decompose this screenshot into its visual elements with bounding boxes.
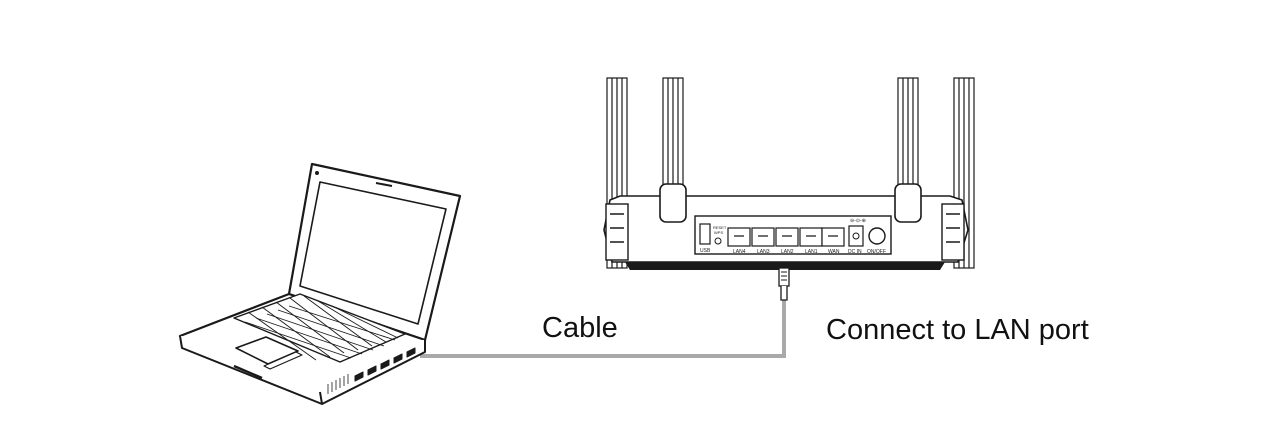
port-label-on-off: ON/OFF: [867, 249, 886, 255]
laptop: [178, 162, 462, 405]
network-cable: [420, 267, 790, 358]
cable-connector: [778, 267, 790, 287]
lan-ports: [727, 227, 845, 247]
lan3-port: [751, 227, 775, 247]
reset-label: RESET: [713, 225, 727, 230]
port-label-lan3: LAN3: [757, 249, 770, 255]
svg-text:WPS: WPS: [714, 230, 723, 235]
port-label-lan1: LAN1: [805, 249, 818, 255]
power-button: [868, 227, 886, 245]
port-label-wan: WAN: [828, 249, 840, 255]
laptop-trackpad: [235, 336, 299, 365]
laptop-screen: [299, 181, 447, 325]
lan1-port: [799, 227, 823, 247]
lan4-port: [727, 227, 751, 247]
port-label-lan2: LAN2: [781, 249, 794, 255]
cable-line: [420, 300, 786, 358]
router: RESET WPS ⊖-⊙-⊕ USB LAN4 LAN3 LAN2 LAN1 …: [603, 77, 975, 270]
connect-to-lan-port-label: Connect to LAN port: [826, 314, 1089, 346]
lan2-port: [775, 227, 799, 247]
wan-port: [821, 227, 845, 247]
cable-label: Cable: [542, 312, 618, 344]
antenna-hinge-left: [659, 183, 687, 223]
svg-text:⊖-⊙-⊕: ⊖-⊙-⊕: [850, 218, 866, 224]
usb-port: [699, 223, 711, 245]
port-label-dc-in: DC IN: [848, 249, 862, 255]
antenna-hinge-right: [894, 183, 922, 223]
laptop-side-ports: [354, 347, 416, 382]
laptop-keyboard: [233, 293, 406, 363]
port-label-lan4: LAN4: [733, 249, 746, 255]
reset-button: [714, 237, 722, 245]
port-label-usb: USB: [700, 248, 711, 254]
